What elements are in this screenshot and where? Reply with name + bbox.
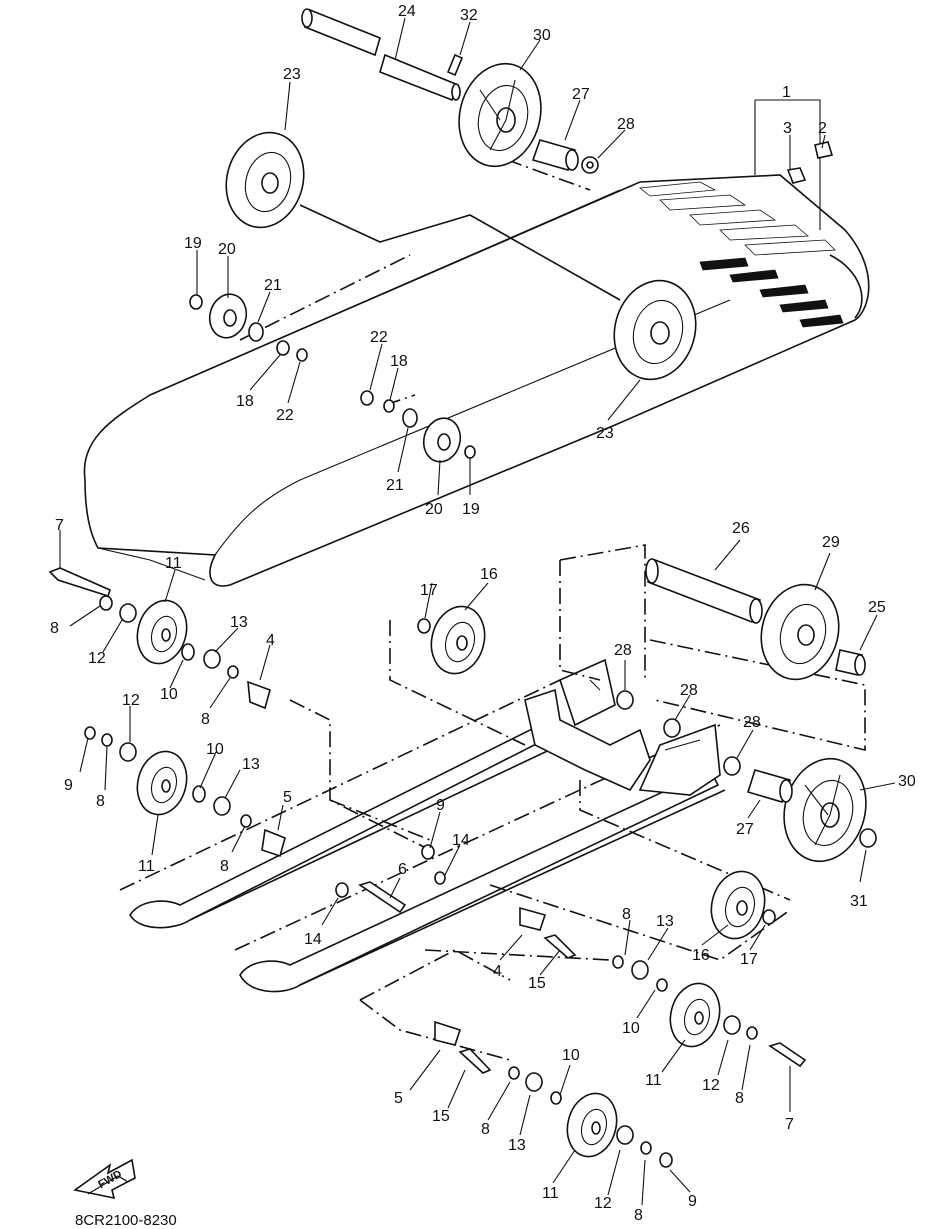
callout-14-b: 14 — [304, 931, 322, 948]
callout-4-a: 4 — [266, 632, 275, 649]
collar-27-lower — [746, 769, 793, 803]
callout-leaders — [59, 17, 896, 1206]
callout-10-d: 10 — [562, 1047, 580, 1064]
wheel-23-mid — [613, 279, 697, 381]
wheel-20-b — [422, 417, 462, 463]
callout-23-mid: 23 — [596, 425, 614, 442]
callout-6: 6 — [398, 861, 407, 878]
callout-15-b: 15 — [432, 1108, 450, 1125]
callout-13-b: 13 — [242, 756, 260, 773]
collar-25 — [835, 649, 866, 676]
wheel-16-upper — [430, 605, 486, 675]
callout-2: 2 — [818, 120, 827, 137]
callout-1: 1 — [782, 84, 791, 101]
track-belt — [83, 174, 870, 587]
callout-8-g: 8 — [481, 1121, 490, 1138]
callout-13-c: 13 — [656, 913, 674, 930]
callout-8-e: 8 — [622, 906, 631, 923]
slide-rail-right — [234, 724, 726, 993]
wheel-11-d — [566, 1092, 618, 1158]
callout-5-a: 5 — [283, 789, 292, 806]
callout-17-b: 17 — [740, 951, 758, 968]
callout-11-b: 11 — [138, 858, 155, 875]
callout-28-upper: 28 — [617, 116, 635, 133]
shaft-26 — [645, 558, 763, 624]
callout-11-a: 11 — [165, 555, 182, 572]
callout-32: 32 — [460, 7, 478, 24]
shaft-24 — [301, 8, 461, 102]
wheel-30-upper — [458, 62, 542, 168]
callout-27-lower: 27 — [736, 821, 754, 838]
callout-11-d: 11 — [542, 1185, 559, 1202]
part-code: 8CR2100-8230 — [75, 1212, 177, 1229]
callout-8-f: 8 — [735, 1090, 744, 1107]
wheel-20-a — [208, 293, 248, 339]
callout-labels: 1 3 2 24 32 30 27 28 23 19 20 21 18 22 2… — [50, 3, 916, 1224]
callout-11-c: 11 — [645, 1072, 662, 1089]
wheel-16-lower — [710, 870, 766, 940]
collar-27-upper — [531, 139, 579, 171]
callout-8-a: 8 — [50, 620, 59, 637]
callout-13-a: 13 — [230, 614, 248, 631]
callout-21-b: 21 — [386, 477, 404, 494]
callout-12-c: 12 — [702, 1077, 720, 1094]
callout-19-b: 19 — [462, 501, 480, 518]
callout-8-h: 8 — [634, 1207, 643, 1224]
callout-14-a: 14 — [452, 832, 470, 849]
callout-18-a: 18 — [236, 393, 254, 410]
wheel-23-upper — [225, 131, 305, 229]
callout-30-upper: 30 — [533, 27, 551, 44]
callout-12-d: 12 — [594, 1195, 612, 1212]
wheel-11-b — [136, 750, 188, 816]
callout-12-a: 12 — [88, 650, 106, 667]
leader-lines — [239, 99, 866, 1061]
callout-7-b: 7 — [785, 1116, 794, 1133]
callout-8-c: 8 — [96, 793, 105, 810]
callout-26: 26 — [732, 520, 750, 537]
callout-29: 29 — [822, 534, 840, 551]
callout-25: 25 — [868, 599, 886, 616]
callout-7-a: 7 — [55, 517, 64, 534]
callout-18-b: 18 — [390, 353, 408, 370]
callout-10-b: 10 — [206, 741, 224, 758]
wheel-11-a — [136, 599, 188, 665]
callout-28-c: 28 — [743, 714, 761, 731]
callout-27-upper: 27 — [572, 86, 590, 103]
fwd-arrow: FWD — [73, 1158, 136, 1200]
callout-20-a: 20 — [218, 241, 236, 258]
callout-22-a: 22 — [276, 407, 294, 424]
callout-9-c: 9 — [688, 1193, 697, 1210]
wheel-30-lower — [783, 757, 867, 863]
callout-5-b: 5 — [394, 1090, 403, 1107]
callout-15-a: 15 — [528, 975, 546, 992]
callout-10-a: 10 — [160, 686, 178, 703]
callout-23-upper: 23 — [283, 66, 301, 83]
callout-20-b: 20 — [425, 501, 443, 518]
suspension-frame — [524, 658, 721, 796]
small-parts — [48, 53, 877, 1168]
callout-30-lower: 30 — [898, 773, 916, 790]
callout-9-b: 9 — [436, 797, 445, 814]
wheel-29 — [760, 583, 840, 681]
callout-28-b: 28 — [680, 682, 698, 699]
callout-24: 24 — [398, 3, 416, 20]
callout-22-b: 22 — [370, 329, 388, 346]
callout-12-b: 12 — [122, 692, 140, 709]
callout-8-b: 8 — [201, 711, 210, 728]
callout-21-a: 21 — [264, 277, 282, 294]
callout-28-a: 28 — [614, 642, 632, 659]
callout-10-c: 10 — [622, 1020, 640, 1037]
callout-9-a: 9 — [64, 777, 73, 794]
wheel-11-c — [669, 982, 721, 1048]
callout-16-a: 16 — [480, 566, 498, 583]
callout-13-d: 13 — [508, 1137, 526, 1154]
callout-31: 31 — [850, 893, 868, 910]
callout-8-d: 8 — [220, 858, 229, 875]
callout-3: 3 — [783, 120, 792, 137]
callout-19-a: 19 — [184, 235, 202, 252]
callout-4-b: 4 — [493, 963, 502, 980]
callout-16-b: 16 — [692, 947, 710, 964]
callout-17-a: 17 — [420, 582, 438, 599]
